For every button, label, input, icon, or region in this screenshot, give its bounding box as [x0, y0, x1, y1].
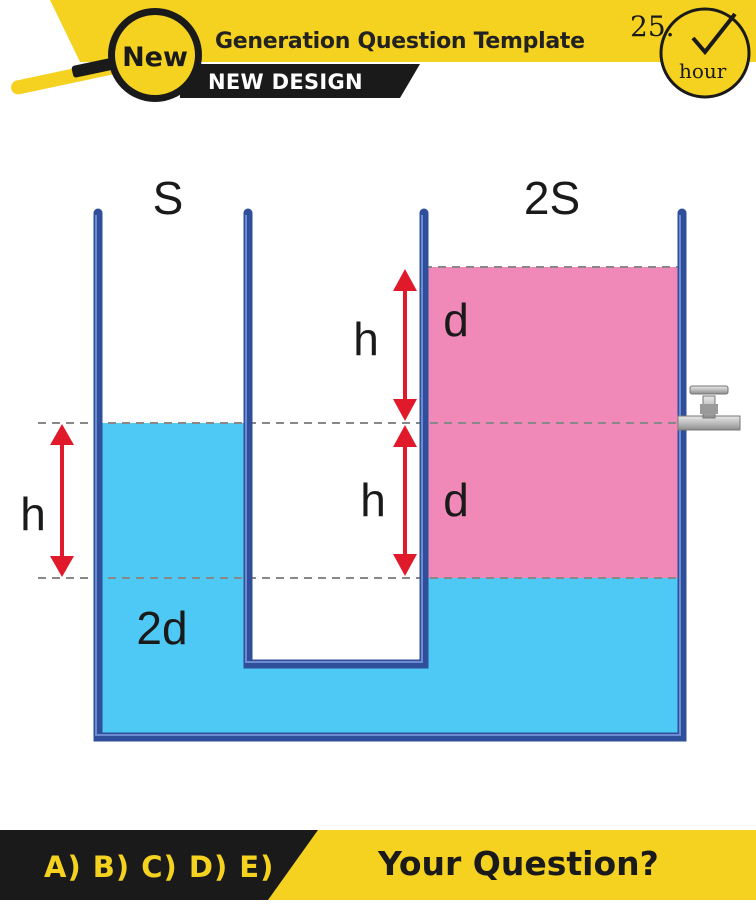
header-banner: New 25. hour Generation Question Templat… — [0, 0, 756, 110]
page-title: Generation Question Template — [215, 29, 585, 54]
right-area-label: 2S — [524, 172, 580, 224]
footer-banner: A) B) C) D) E) Your Question? — [0, 830, 756, 900]
timer-unit: hour — [679, 59, 727, 83]
right-pink-liquid — [424, 267, 682, 578]
question-label: Your Question? — [378, 844, 659, 883]
header-background: New 25. hour — [11, 0, 756, 102]
left-height-arrow — [50, 424, 74, 577]
communicating-vessels-diagram: S 2S h 2d h d h d — [0, 110, 756, 830]
footer-left-strip — [0, 830, 318, 900]
clock-icon — [659, 7, 751, 99]
subtitle-strip — [180, 64, 420, 98]
vessel-walls — [93, 208, 687, 742]
outer-wall — [93, 208, 687, 742]
page-subtitle: NEW DESIGN — [208, 70, 363, 94]
left-liquid-density-label: 2d — [136, 602, 187, 654]
magnifier-icon — [11, 8, 202, 102]
diagram-canvas: S 2S h 2d h d h d — [20, 172, 741, 742]
lower-height-arrow — [393, 425, 417, 576]
footer-background — [0, 830, 756, 900]
right-blue-liquid — [424, 578, 682, 735]
upper-density-label: d — [443, 294, 469, 346]
upper-height-label: h — [353, 313, 379, 365]
answer-options: A) B) C) D) E) — [44, 850, 275, 884]
left-area-label: S — [153, 172, 184, 224]
lower-height-label: h — [360, 474, 386, 526]
dashed-levels — [38, 266, 682, 579]
inner-u-wall — [243, 208, 429, 669]
timer-value: 25. — [630, 10, 675, 43]
lower-density-label: d — [443, 474, 469, 526]
height-arrows — [50, 269, 417, 577]
new-badge-label: New — [122, 42, 188, 73]
upper-height-arrow — [393, 269, 417, 421]
left-height-label: h — [20, 488, 46, 540]
title-strip — [50, 0, 756, 62]
vessel-wall-highlights — [95, 215, 681, 736]
faucet-icon[interactable] — [677, 385, 741, 431]
